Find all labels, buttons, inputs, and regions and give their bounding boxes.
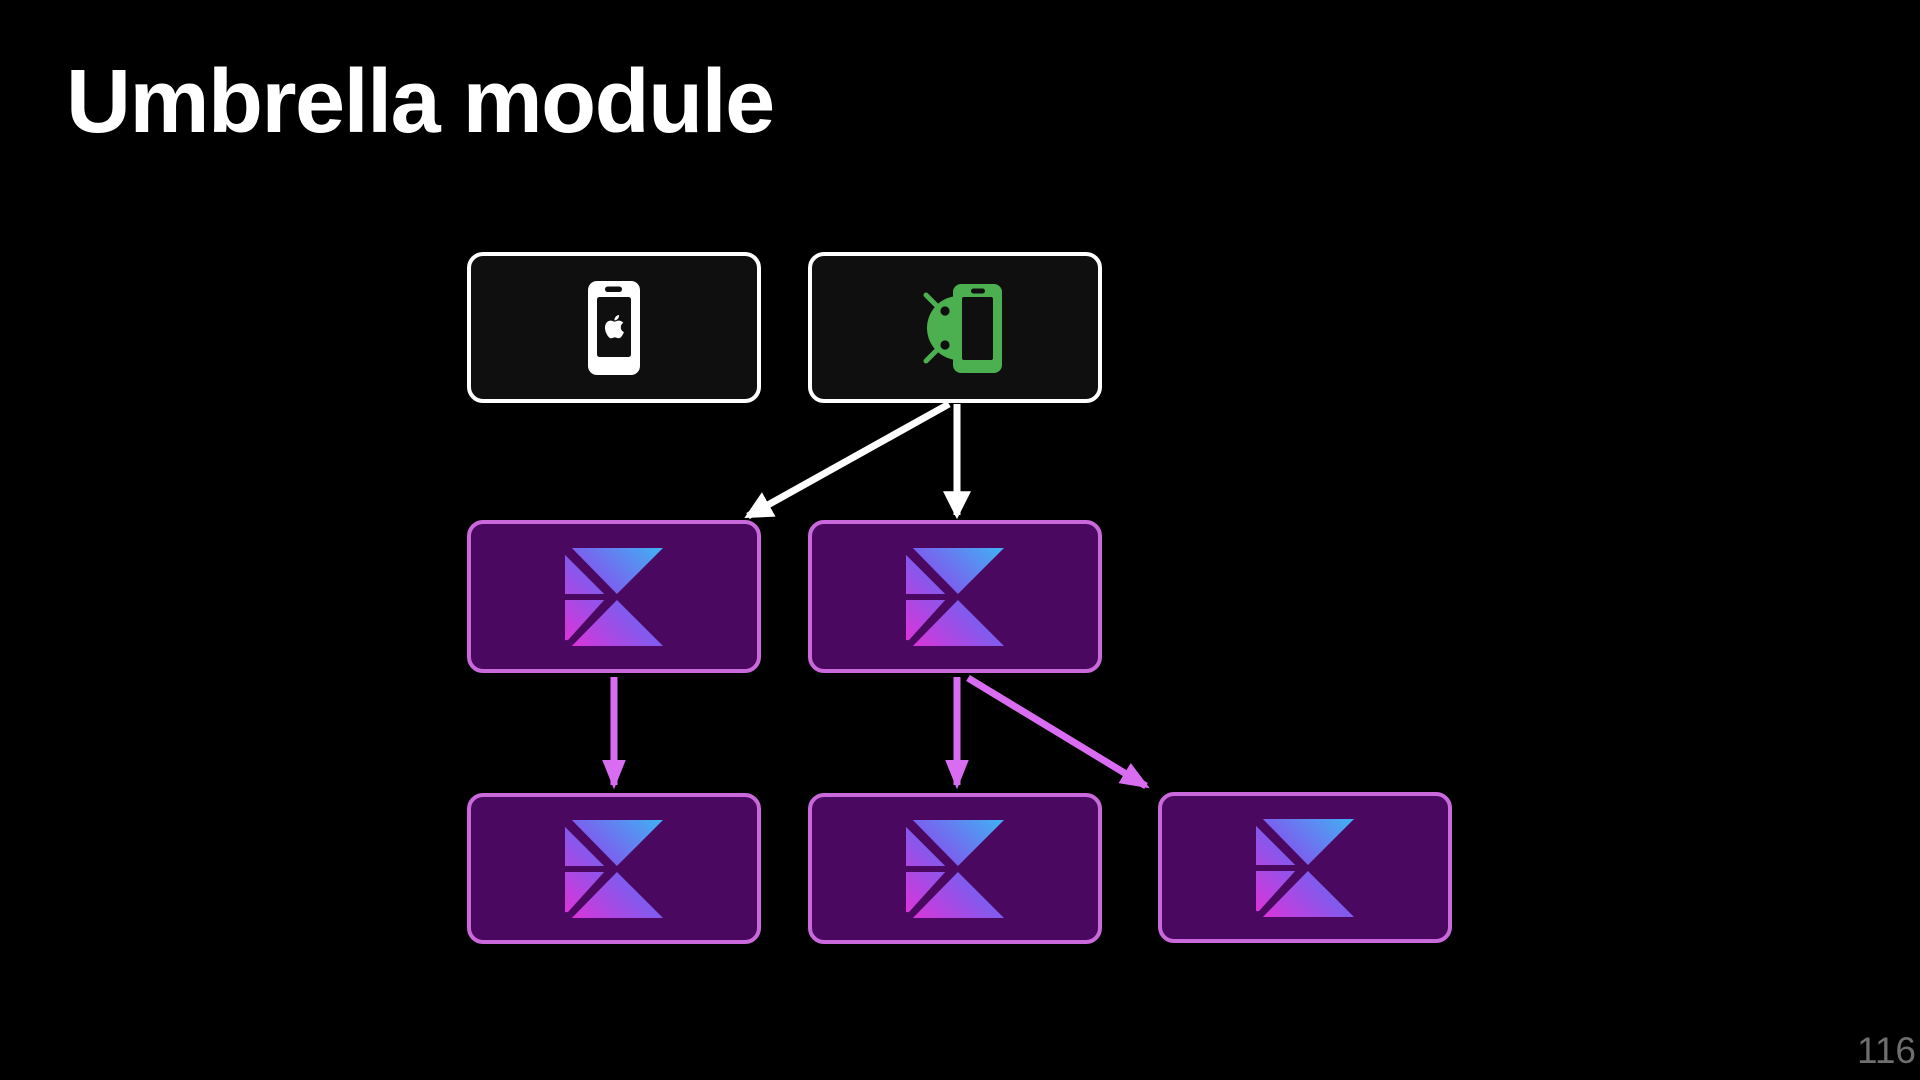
android-antenna-icon xyxy=(923,347,940,363)
node-umbrella-module-left xyxy=(467,520,761,673)
node-umbrella-module-right xyxy=(808,520,1102,673)
node-android-app xyxy=(808,252,1102,403)
android-antenna-icon xyxy=(923,292,940,308)
arrow-umbrella-right-to-feature-3 xyxy=(966,675,1150,789)
kotlin-logo-icon xyxy=(1256,818,1354,917)
page-title: Umbrella module xyxy=(66,52,775,152)
node-feature-module-2 xyxy=(808,793,1102,944)
kotlin-logo-icon xyxy=(565,819,663,918)
apple-logo-icon xyxy=(604,314,624,338)
node-feature-module-1 xyxy=(467,793,761,944)
node-feature-module-3 xyxy=(1158,792,1452,943)
arrow-android-to-umbrella-left xyxy=(744,400,951,520)
apple-phone-icon xyxy=(588,280,640,375)
node-ios-app xyxy=(467,252,761,403)
kotlin-logo-icon xyxy=(906,819,1004,918)
kotlin-logo-icon xyxy=(565,547,663,646)
page-number: 116 xyxy=(1857,1030,1916,1071)
android-phone-icon xyxy=(923,283,1002,373)
kotlin-logo-icon xyxy=(906,547,1004,646)
